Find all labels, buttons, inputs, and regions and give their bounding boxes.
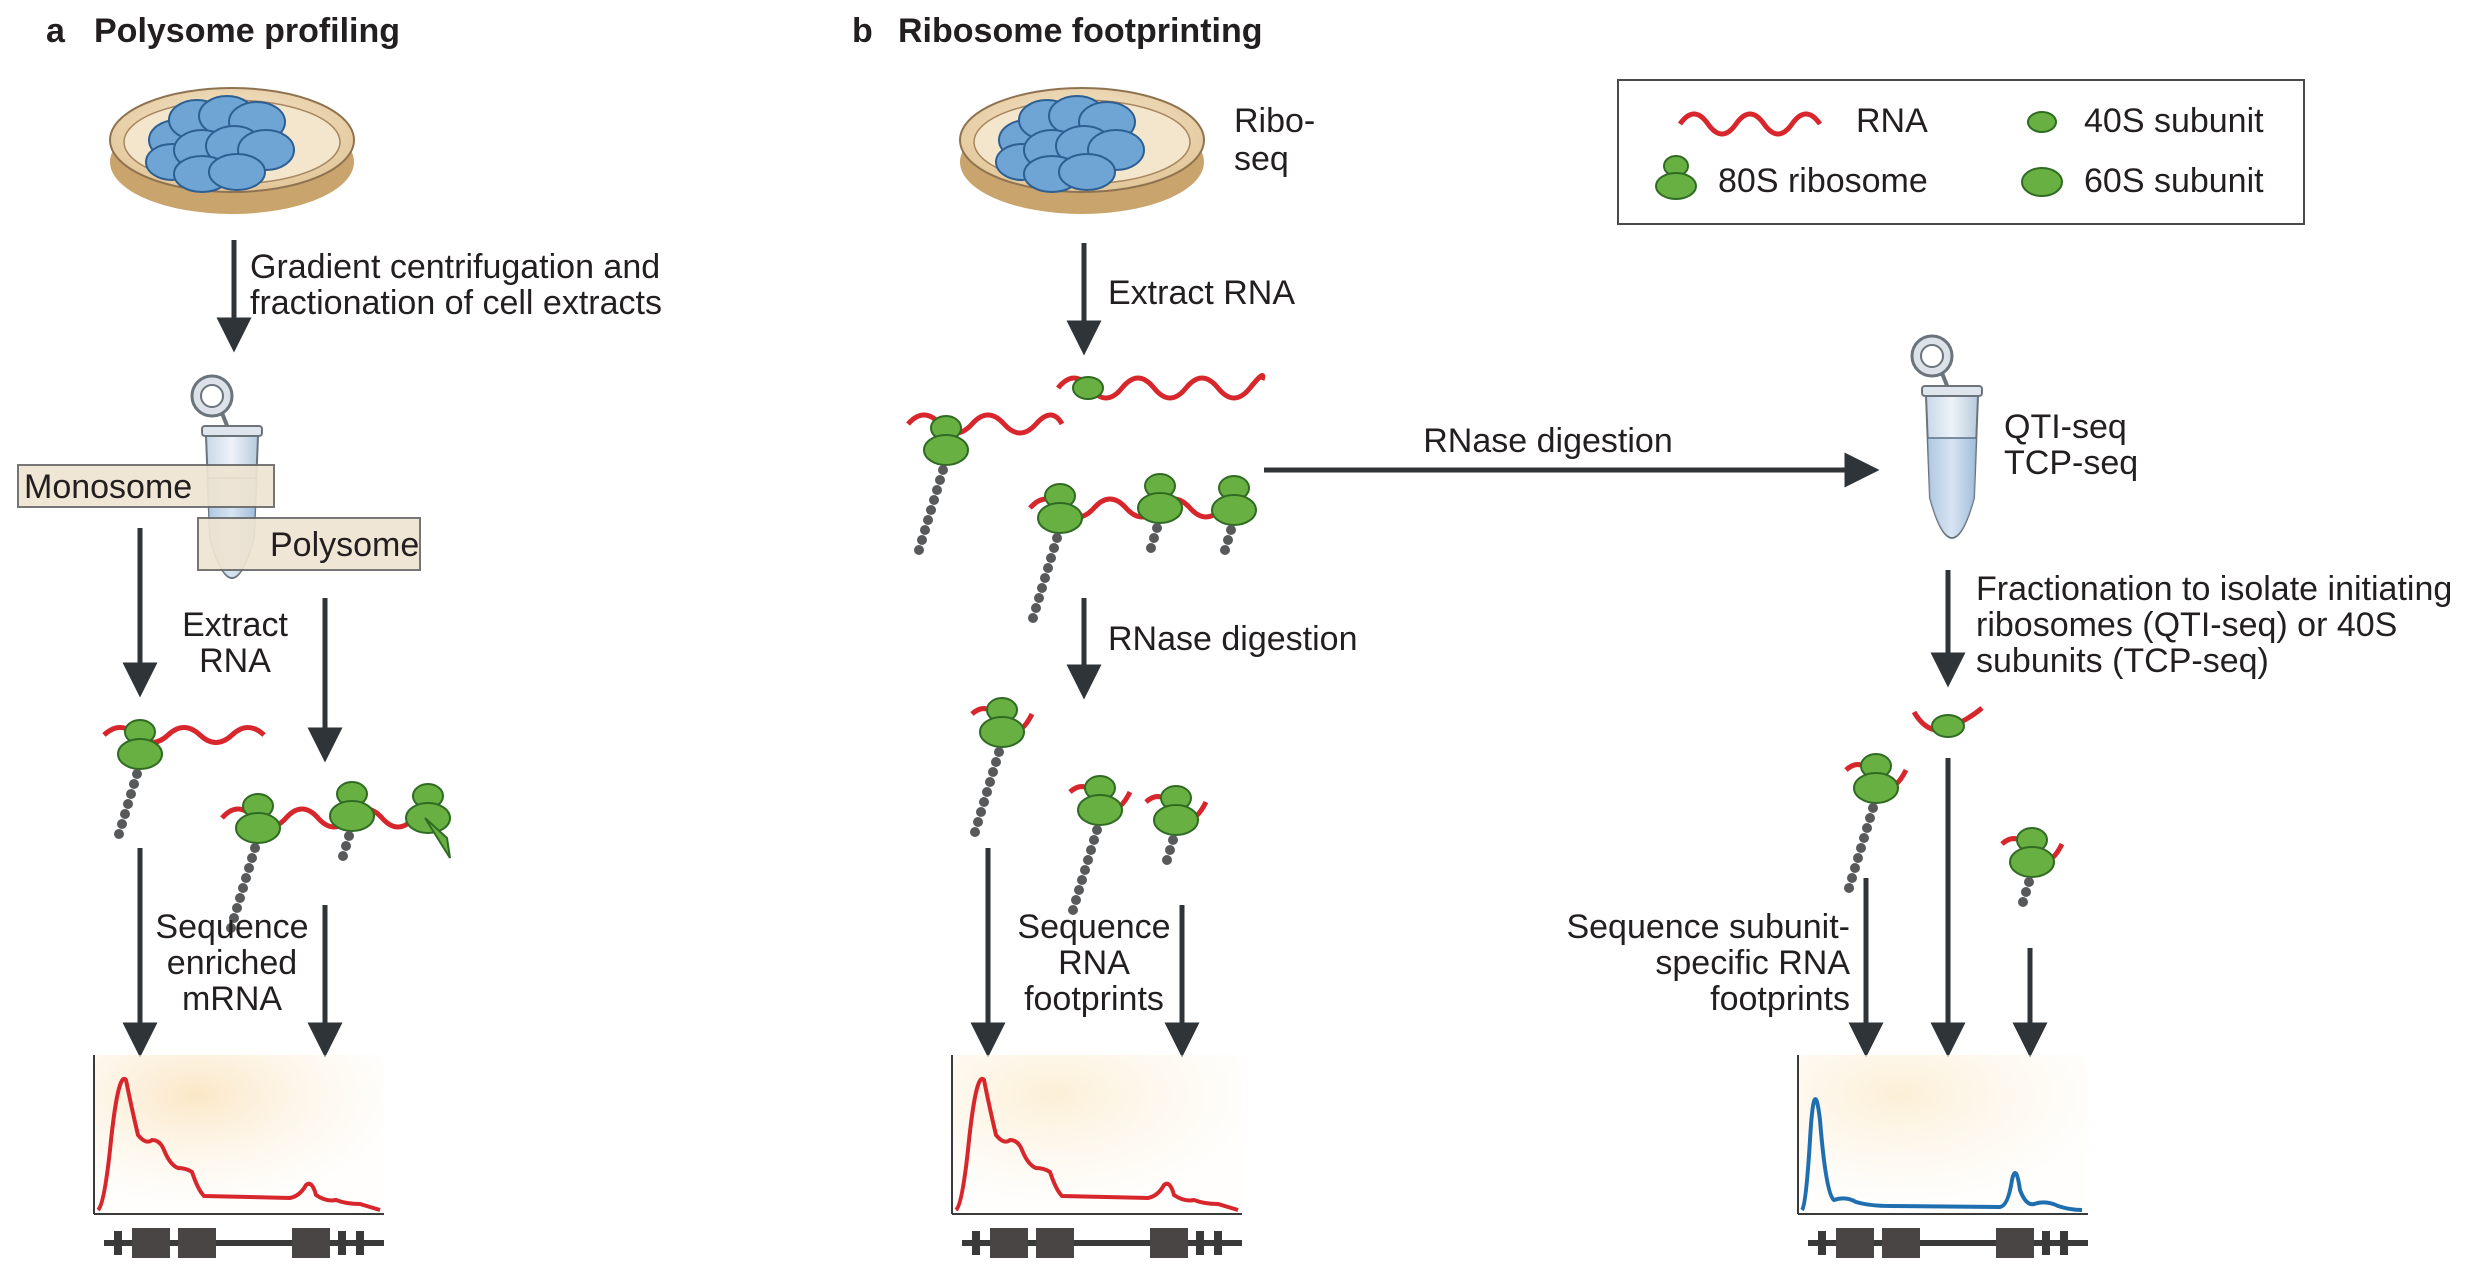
riboseq-line2: seq	[1234, 140, 1289, 178]
riboseq-line1: Ribo-	[1234, 102, 1315, 140]
gene-model-a	[104, 1228, 384, 1258]
rnase-digestion-horizontal: RNase digestion	[1423, 422, 1672, 460]
legend-40s-label: 40S subunit	[2084, 102, 2264, 140]
gene-model-b	[962, 1228, 1242, 1258]
read-profile-b	[951, 1055, 1242, 1215]
subunit-seq-line1: Sequence subunit-	[1566, 908, 1850, 946]
read-profile-a	[93, 1055, 384, 1215]
legend-rna-swatch	[1677, 111, 1823, 137]
panel-b-title: Ribosome footprinting	[898, 12, 1263, 50]
panel-a: a Polysome profiling Gradient centrifuga…	[17, 12, 662, 1258]
subunit-seq-line2: specific RNA	[1655, 944, 1850, 982]
fractionation-line2: ribosomes (QTI-seq) or 40S	[1976, 606, 2397, 644]
subunit-footprints	[1844, 706, 2062, 907]
monosome-mrna	[102, 719, 266, 839]
polysome-box	[197, 517, 421, 571]
monosome-label: Monosome	[24, 468, 192, 506]
legend-box	[1617, 79, 2305, 225]
centrifuge-tube-b	[1910, 334, 1984, 540]
sequence-b-line3: footprints	[1024, 980, 1164, 1018]
extract-rna-a-line2: RNA	[199, 642, 271, 680]
cell-culture-dish-a	[109, 87, 355, 215]
legend-80s-label: 80S ribosome	[1718, 162, 1928, 200]
legend-60s-label: 60S subunit	[2084, 162, 2264, 200]
polysome-mrna	[220, 781, 451, 933]
legend-80s-swatch	[1655, 155, 1697, 200]
sequence-a-line3: mRNA	[182, 980, 282, 1018]
sequence-a-line1: Sequence	[155, 908, 308, 946]
extract-rna-a-line1: Extract	[182, 606, 288, 644]
legend: RNA 80S ribosome 40S subunit 60S subunit	[1617, 79, 2305, 225]
panel-a-title: Polysome profiling	[94, 12, 400, 50]
sequence-b-line2: RNA	[1058, 944, 1130, 982]
gene-model-c	[1808, 1228, 2088, 1258]
read-profile-c	[1797, 1055, 2088, 1215]
sequence-b-line1: Sequence	[1017, 908, 1170, 946]
subunit-seq-line3: footprints	[1710, 980, 1850, 1018]
extract-rna-b: Extract RNA	[1108, 274, 1295, 312]
gradient-step-line1: Gradient centrifugation and	[250, 248, 660, 286]
legend-40s-swatch	[2027, 111, 2057, 133]
panel-b: b Ribosome footprinting Ribo- seq Extrac…	[852, 12, 2452, 1258]
panel-a-letter: a	[46, 12, 66, 50]
polysome-label: Polysome	[270, 526, 419, 564]
sequence-a-line2: enriched	[167, 944, 297, 982]
monosome-box	[17, 464, 275, 508]
ribosome-footprints	[970, 698, 1206, 915]
gradient-step-line2: fractionation of cell extracts	[250, 284, 662, 322]
tcp-seq-label: TCP-seq	[2004, 444, 2138, 482]
panel-b-letter: b	[852, 12, 873, 50]
legend-rna-label: RNA	[1856, 102, 1928, 140]
fractionation-line1: Fractionation to isolate initiating	[1976, 570, 2452, 608]
cell-culture-dish-b	[959, 87, 1205, 215]
fractionation-line3: subunits (TCP-seq)	[1976, 642, 2269, 680]
legend-60s-swatch	[2021, 167, 2063, 197]
qti-seq-label: QTI-seq	[2004, 408, 2127, 446]
rnase-digestion-vertical: RNase digestion	[1108, 620, 1357, 658]
mrnas-before-digestion	[906, 373, 1266, 623]
